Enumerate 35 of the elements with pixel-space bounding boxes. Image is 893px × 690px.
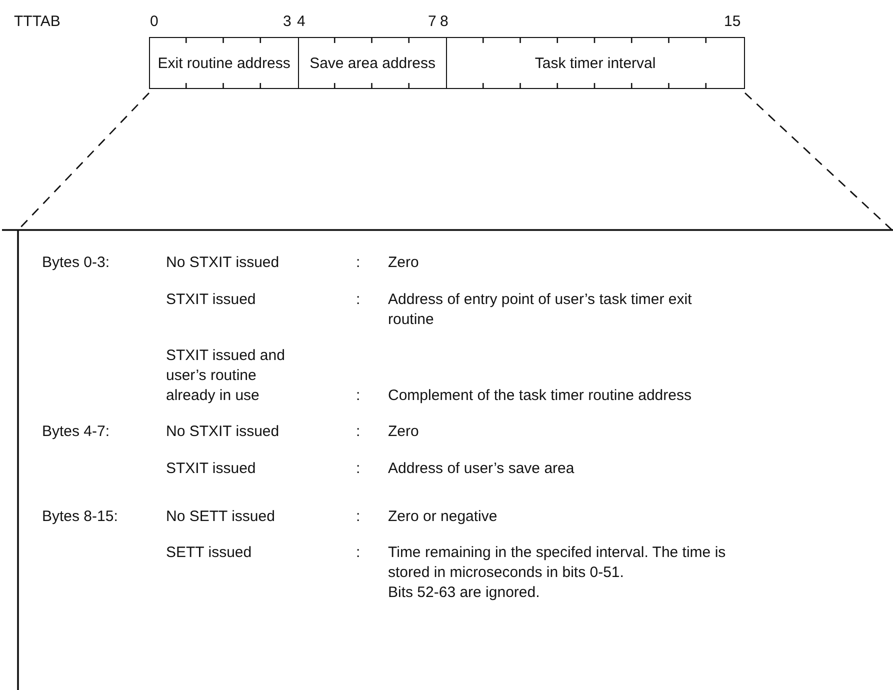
description-text: Complement of the task timer routine address — [388, 386, 692, 406]
condition-text: No STXIT issued — [166, 422, 280, 442]
bit-number: 3 — [283, 12, 292, 32]
separator-colon: : — [356, 386, 360, 406]
separator-colon: : — [356, 543, 360, 563]
separator-colon: : — [356, 507, 360, 527]
condition-text: STXIT issued and user’s routine already in use — [166, 346, 286, 406]
description-text: Zero or negative — [388, 507, 498, 527]
bit-number: 4 — [297, 12, 306, 32]
byte-range-label: Bytes 0-3: — [42, 253, 110, 273]
bit-number: 8 — [440, 12, 448, 32]
byte-range-label: Bytes 8-15: — [42, 507, 118, 527]
bit-number: 15 — [724, 12, 741, 32]
description-text: Zero — [388, 253, 419, 273]
record-field: Exit routine address — [149, 37, 300, 89]
description-text: Address of entry point of user’s task timer exit routine — [388, 290, 693, 330]
record-field: Save area address — [298, 37, 448, 89]
description-text: Bits 52-63 are ignored. — [388, 583, 540, 603]
record-name: TTTAB — [14, 12, 60, 32]
condition-text: No STXIT issued — [166, 253, 280, 273]
condition-text: No SETT issued — [166, 507, 275, 527]
description-text: Zero — [388, 422, 419, 442]
description-text: Address of user’s save area — [388, 459, 574, 479]
separator-colon: : — [356, 253, 360, 273]
record-field: Task timer interval — [446, 37, 745, 89]
separator-colon: : — [356, 422, 360, 442]
bit-number: 7 — [428, 12, 436, 32]
byte-range-label: Bytes 4-7: — [42, 422, 110, 442]
condition-text: STXIT issued — [166, 459, 256, 479]
condition-text: SETT issued — [166, 543, 252, 563]
condition-text: STXIT issued — [166, 290, 256, 310]
separator-colon: : — [356, 459, 360, 479]
separator-colon: : — [356, 290, 360, 310]
bit-number: 0 — [150, 12, 158, 32]
description-text: Time remaining in the specifed interval. The time is stored in microseconds in bits 0-51. — [388, 543, 727, 583]
